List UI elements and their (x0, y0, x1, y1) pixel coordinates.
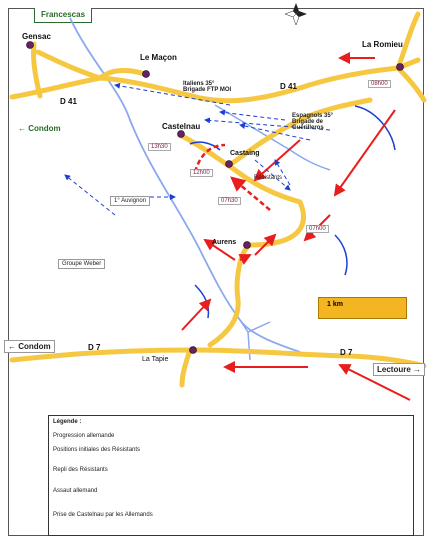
road-macon (97, 68, 148, 81)
town-castelnau: Castelnau (162, 122, 201, 131)
condom-top: ← Condom (18, 124, 61, 133)
town-lectoure: Lectoure → (373, 363, 426, 376)
scale-box: 1 km (318, 297, 407, 319)
road-gensac (31, 41, 43, 99)
legend-title: Légende : (53, 419, 82, 425)
german-progression (181, 52, 411, 401)
label-groupe-weber: Groupe Weber (58, 259, 106, 269)
legend-item-positions: Positions initiales des Résistants (53, 447, 141, 453)
label-avurignon: 1° Auvignon (110, 196, 151, 206)
german-assault (230, 176, 271, 211)
road-aurens (207, 199, 306, 348)
road-label-d7-right: D 7 (340, 348, 353, 357)
road-d41-west (9, 75, 103, 100)
town-aurens: Aurens (212, 239, 237, 246)
legend-item-progression: Progression allemande (53, 433, 115, 439)
road-label-d41-left: D 41 (60, 97, 77, 106)
road-d41-east (97, 57, 421, 104)
road-d7 (9, 347, 427, 369)
road-label-d7-left: D 7 (88, 343, 101, 352)
map-title: Francescas (34, 8, 92, 23)
road-tapie (179, 347, 193, 388)
legend: Légende : Progression allemande Position… (48, 415, 414, 536)
legend-item-assaut: Assaut allemand (53, 488, 98, 494)
road-romieu-s (395, 65, 427, 103)
town-markers (26, 41, 404, 354)
condom-bottom: ← Condom (4, 340, 55, 353)
label-espagnols: Espagnols 35° Brigade de Guérilleros (292, 113, 334, 131)
town-castaing: Castaing (230, 150, 260, 157)
compass-rose-icon (284, 3, 307, 26)
time-0700: 07h00 (306, 225, 329, 233)
road-label-d41-right: D 41 (280, 82, 297, 91)
town-gensac: Gensac (22, 32, 51, 41)
town-le-macon: Le Maçon (140, 53, 177, 62)
town-la-romieu: La Romieu (362, 40, 403, 49)
town-la-tapie: La Tapie (142, 356, 169, 363)
label-italiens: Italiens 35° Brigade FTP MOI (183, 81, 232, 93)
resistant-positions (189, 105, 396, 319)
road-castaing (227, 97, 373, 168)
label-resistants: Résistants (254, 175, 283, 181)
time-1330: 13h30 (148, 143, 171, 151)
road-castelnau (177, 132, 303, 205)
scale-label: 1 km (327, 301, 343, 308)
time-0730: 07h30 (218, 197, 241, 205)
river-branch (239, 319, 271, 361)
legend-item-repli: Repli des Résistants (53, 467, 108, 473)
castelnau-capture (193, 143, 226, 173)
road-north (35, 49, 103, 81)
time-0800: 08h00 (368, 80, 391, 88)
river (69, 17, 301, 353)
time-1200: 12h00 (190, 169, 213, 177)
legend-item-prise: Prise de Castelnau par les Allemands (53, 512, 153, 518)
